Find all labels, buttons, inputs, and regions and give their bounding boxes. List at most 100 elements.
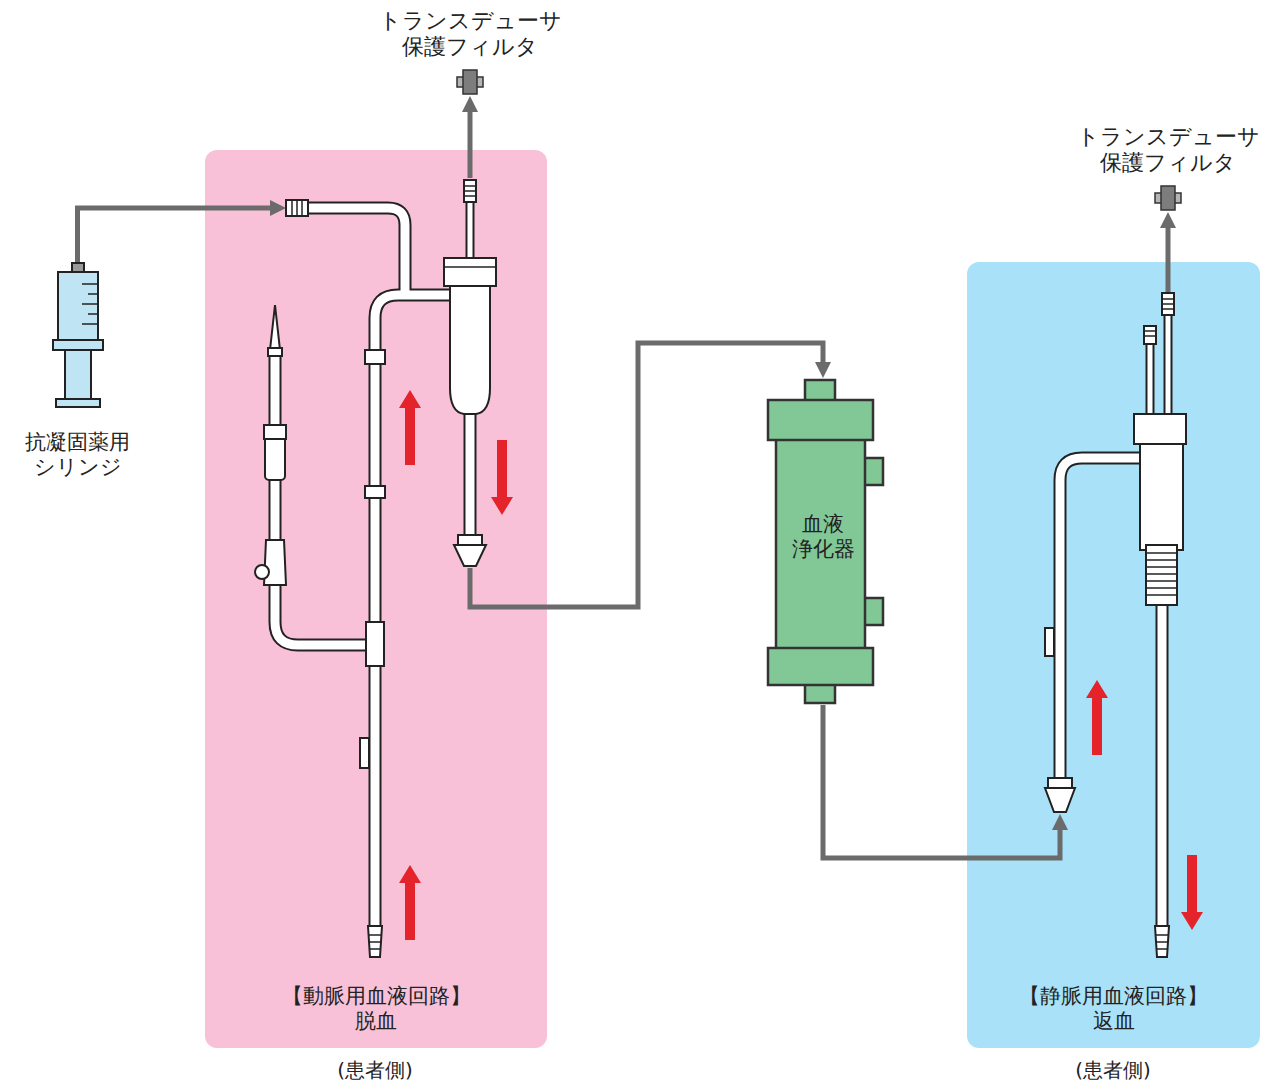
filter-node: トランスデューサ 保護フィルタ (1063, 124, 1272, 212)
node-label-group: 【動脈用血液回路】脱血 (205, 984, 547, 1034)
venous-parts (1146, 594, 1177, 596)
filter-node: トランスデューサ 保護フィルタ (365, 8, 575, 96)
side-label: (患者側) (334, 1058, 416, 1082)
node-text: トランスデューサ 保護フィルタ (365, 8, 575, 60)
arterial-tubing (466, 408, 475, 540)
flow-connector (470, 343, 823, 607)
purifier-shape (768, 400, 873, 440)
venous-tubing (1060, 458, 1140, 782)
arterial-parts (264, 540, 286, 585)
flow-connector (1166, 220, 1171, 292)
flow-direction-arrow (1181, 855, 1203, 930)
syringe-icon (56, 399, 100, 407)
flow-direction-arrow (491, 440, 513, 515)
venous-parts (1146, 566, 1177, 568)
flow-connector (78, 208, 279, 262)
side-label: (患者側) (1072, 1058, 1154, 1082)
venous-tubing (1060, 458, 1140, 782)
arterial-parts (369, 934, 381, 936)
venous-parts (1155, 926, 1169, 957)
arterial-parts (365, 486, 385, 498)
venous-parts (1144, 335, 1156, 337)
node-label-group: トランスデューサ 保護フィルタ (365, 8, 575, 60)
syringe-icon (88, 293, 98, 295)
arterial-parts (296, 200, 298, 216)
arterial-band-fill (205, 150, 547, 1048)
arterial-parts (454, 545, 486, 566)
arterial-tubing (466, 195, 475, 262)
arterial-parts (255, 565, 269, 579)
syringe-icon (52, 262, 104, 408)
arterial-parts (458, 535, 482, 545)
node-text: 血液 浄化器 (778, 512, 868, 562)
purifier-shape (768, 380, 883, 703)
flow-direction-arrow (399, 865, 421, 940)
flow-direction-arrow (1086, 680, 1108, 755)
node-label-group: 【静脈用血液回路】返血 (967, 984, 1260, 1034)
venous-parts (1156, 934, 1168, 936)
purifier-box: 血液 浄化器 (758, 378, 888, 705)
node-text: トランスデューサ 保護フィルタ (1063, 124, 1272, 176)
arterial-parts (268, 348, 282, 356)
syringe-icon (53, 340, 103, 350)
arterial-parts (464, 195, 476, 197)
venous-parts (1045, 788, 1075, 812)
node-text: 返血 (967, 1009, 1260, 1034)
arterial-parts (270, 305, 280, 350)
arterial-parts (370, 948, 380, 950)
venous-parts (1140, 440, 1183, 550)
venous-parts (1156, 941, 1168, 943)
syringe-icon (72, 263, 84, 272)
flow-connector (468, 104, 473, 178)
arterial-tubing (468, 195, 473, 262)
arterial-tubing (275, 195, 470, 928)
arterial-tubing (375, 295, 452, 928)
circuit-band: 【動脈用血液回路】脱血 (205, 150, 547, 1048)
circuit-band: 【静脈用血液回路】返血 (967, 262, 1260, 1048)
node-text: 脱血 (205, 1009, 547, 1034)
venous-parts (1162, 303, 1174, 305)
node-text: 【動脈用血液回路】 (205, 984, 547, 1009)
arterial-parts (444, 258, 496, 286)
syringe-icon (58, 272, 98, 342)
venous-parts (1162, 308, 1174, 310)
arterial-parts (265, 425, 285, 480)
arterial-parts (365, 350, 385, 364)
venous-parts (1144, 330, 1156, 332)
flow-connector (823, 705, 1060, 858)
arterial-parts (360, 738, 369, 768)
purifier-shape (768, 648, 873, 685)
arterial-parts (366, 622, 384, 666)
arterial-tubing (275, 352, 372, 645)
venous-parts (1146, 559, 1177, 561)
node-label-group: 抗凝固薬用 シリンジ (20, 430, 135, 480)
filter-icon (455, 68, 485, 96)
arterial-tubing (275, 352, 372, 645)
arterial-parts (368, 926, 382, 957)
venous-band-fill (967, 262, 1260, 1048)
venous-tubing (1158, 598, 1167, 928)
arterial-parts (444, 266, 496, 268)
arterial-parts (464, 180, 476, 202)
venous-parts (1146, 552, 1177, 554)
filter-icon (463, 70, 477, 94)
filter-icon (1153, 184, 1183, 212)
node-text: 抗凝固薬用 シリンジ (20, 430, 135, 480)
syringe-icon (82, 323, 98, 325)
syringe-icon (53, 263, 103, 407)
arterial-parts (450, 282, 490, 414)
venous-parts (1045, 293, 1186, 957)
purifier-shape (805, 380, 835, 402)
arterial-parts (264, 425, 286, 439)
node-label-group: 血液 浄化器 (778, 512, 868, 562)
connector-group (78, 104, 1169, 858)
arterial-parts (369, 941, 381, 943)
venous-tubing (1156, 598, 1169, 928)
arterial-parts (291, 200, 293, 216)
syringe-node: 抗凝固薬用 シリンジ (20, 262, 135, 480)
venous-parts (1146, 545, 1177, 605)
venous-parts (1134, 414, 1186, 444)
node-text: 【静脈用血液回路】 (967, 984, 1260, 1009)
